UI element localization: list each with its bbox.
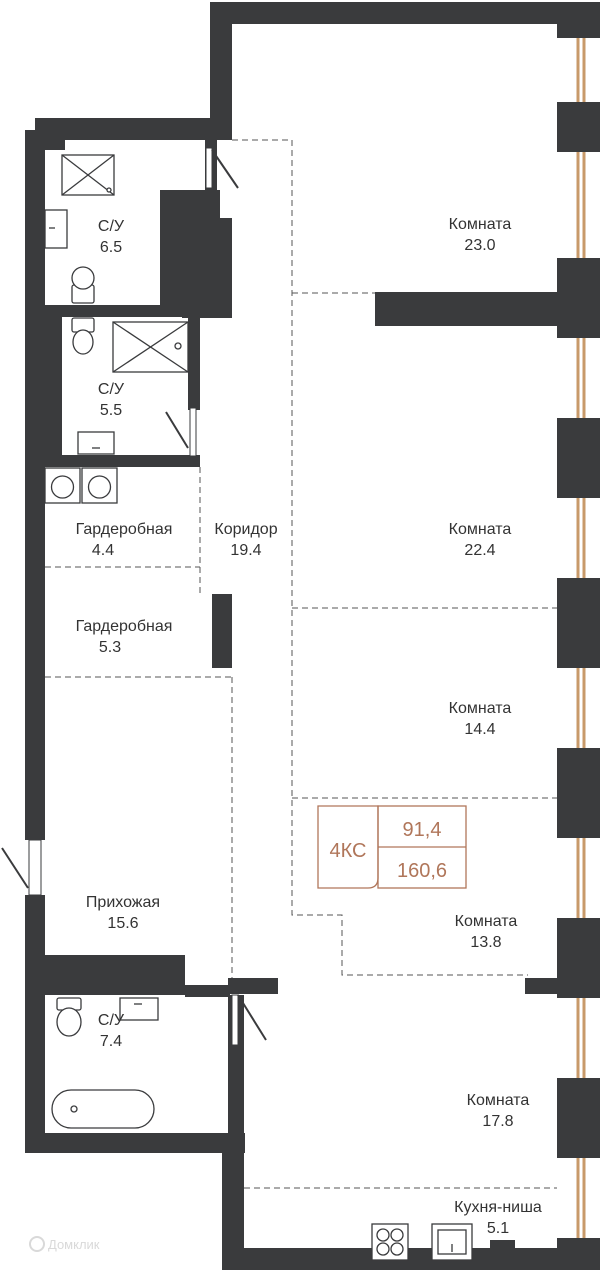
wall-top [210,2,580,24]
room-name: Комната [467,1092,530,1109]
room-name: Гардеробная [76,521,173,538]
wall-su2-left [40,315,62,465]
wall-corridor-stub [212,594,232,668]
room-label-room-22: Комната 22.4 [449,521,512,559]
kitchen-sink-icon [431,1223,473,1261]
room-name: Комната [455,913,518,930]
room-area: 19.4 [230,542,261,559]
room-label-bath-2: С/У 5.5 [98,381,125,419]
room-area: 13.8 [470,934,501,951]
room-area: 5.5 [100,402,122,419]
wall-partition-room23 [375,292,580,326]
wall-right-7 [557,918,600,998]
door-icon [205,147,239,189]
room-label-wardrobe-1: Гардеробная 4.4 [76,521,173,559]
washer-icon [44,467,81,504]
apartment-type: 4КС [330,840,367,862]
room-label-wardrobe-2: Гардеробная 5.3 [76,618,173,656]
wall-bottom-main [222,1248,600,1270]
washer-icon [81,467,118,504]
room-label-kitchen: Кухня-ниша 5.1 [454,1199,542,1237]
door-icon [165,407,197,457]
total-area: 160,6 [397,860,447,882]
room-name: Комната [449,216,512,233]
wall-door-post2 [525,978,560,994]
fixtures [44,154,473,1261]
room-area: 15.6 [107,915,138,932]
room-area: 14.4 [464,721,495,738]
shower-icon [61,154,115,196]
toilet-icon [71,317,95,355]
wall-right-1 [557,2,600,38]
door-icon [231,994,267,1046]
room-area: 22.4 [464,542,495,559]
room-area: 5.3 [99,639,121,656]
wall-bottom-bath [25,1133,245,1153]
room-name: Прихожая [86,894,160,911]
room-name: Коридор [214,521,277,538]
wall-top-left [35,118,232,140]
bathtub-icon [51,1089,155,1129]
room-label-hallway: Прихожая 15.6 [86,894,160,932]
sink-icon [77,431,115,455]
wall-su2-bottom [40,455,200,467]
wall-hall-bottom2 [120,965,185,995]
wall-kitchen-stub [490,1240,515,1260]
room-label-corridor: Коридор 19.4 [214,521,277,559]
windows [576,38,586,1238]
wall-door-post [228,978,278,994]
wall-right-5 [557,578,600,668]
wall-right-2 [557,102,600,152]
room-name: Комната [449,700,512,717]
wall-su2-right [188,315,200,410]
sink-icon [119,997,159,1021]
wall-right-6 [557,748,600,838]
sink-icon [44,209,68,249]
wall-right-8 [557,1078,600,1158]
room-name: С/У [98,381,125,398]
watermark-text: Домклик [48,1237,100,1252]
room-area: 6.5 [100,239,122,256]
room-area: 23.0 [464,237,495,254]
room-name: Кухня-ниша [454,1199,542,1216]
room-name: Гардеробная [76,618,173,635]
room-label-room-17: Комната 17.8 [467,1092,530,1130]
wall-left-lower [25,895,45,1140]
room-label-bath-1: С/У 6.5 [98,218,125,256]
walls [25,2,600,1270]
room-area: 17.8 [482,1113,513,1130]
stove-icon [371,1223,409,1261]
room-name: Комната [449,521,512,538]
room-area: 4.4 [92,542,114,559]
toilet-icon [71,266,95,304]
room-label-room-13: Комната 13.8 [455,913,518,951]
wall-right-9 [557,1238,600,1270]
room-label-bath-3: С/У 7.4 [98,1012,125,1050]
doors [1,147,267,1046]
shower-icon [112,321,189,373]
room-label-room-14: Комната 14.4 [449,700,512,738]
wall-hall-right [185,985,230,997]
wall-right-4 [557,418,600,498]
watermark: Домклик [29,1236,100,1252]
wall-shaft-left [210,2,232,140]
room-area: 7.4 [100,1033,122,1050]
wall-left-upper [25,130,45,840]
room-name: С/У [98,1012,125,1029]
area-badge: 4КС 91,4 160,6 [317,805,467,889]
zone-lines [45,139,557,1189]
room-name: С/У [98,218,125,235]
toilet-icon [56,997,82,1037]
door-icon [1,839,42,896]
wall-bottom-step [222,1133,244,1270]
room-label-room-23: Комната 23.0 [449,216,512,254]
corridor-boundary [232,139,528,976]
room-area: 5.1 [487,1220,509,1237]
room-labels: Комната 23.0 Комната 22.4 Комната 14.4 К… [76,216,542,1237]
living-area: 91,4 [403,819,442,841]
wall-su1-step [182,218,232,318]
